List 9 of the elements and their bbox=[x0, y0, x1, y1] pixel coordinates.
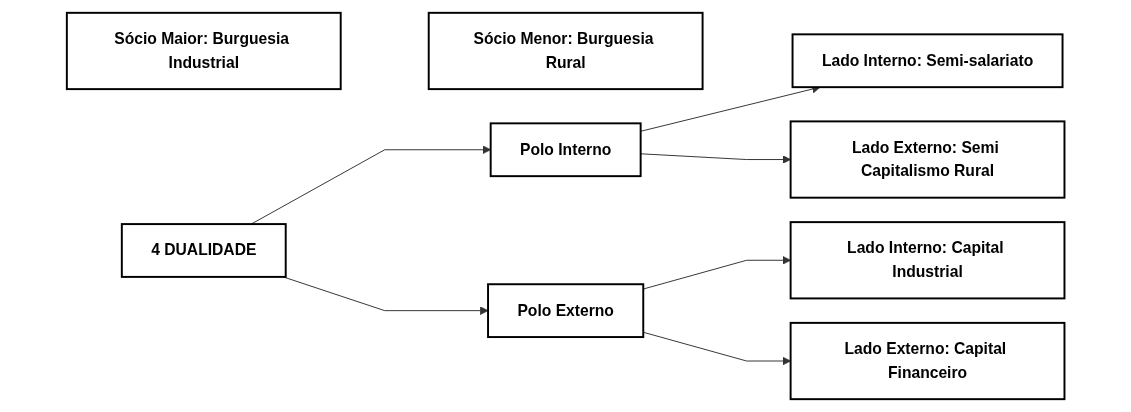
node-box: Polo Externo bbox=[486, 283, 645, 339]
node-box: Sócio Maior: Burguesia Industrial bbox=[65, 11, 342, 91]
node-box: Lado Interno: Semi-salariato bbox=[791, 33, 1064, 89]
node-box: 4 DUALIDADE bbox=[120, 223, 287, 278]
node-box: Polo Interno bbox=[489, 122, 642, 178]
node-box: Sócio Menor: Burguesia Rural bbox=[427, 11, 704, 91]
node-box: Lado Interno: Capital Industrial bbox=[789, 221, 1066, 300]
node-box: Lado Externo: Capital Financeiro bbox=[789, 321, 1066, 401]
node-box: Lado Externo: Semi Capitalismo Rural bbox=[789, 120, 1066, 199]
